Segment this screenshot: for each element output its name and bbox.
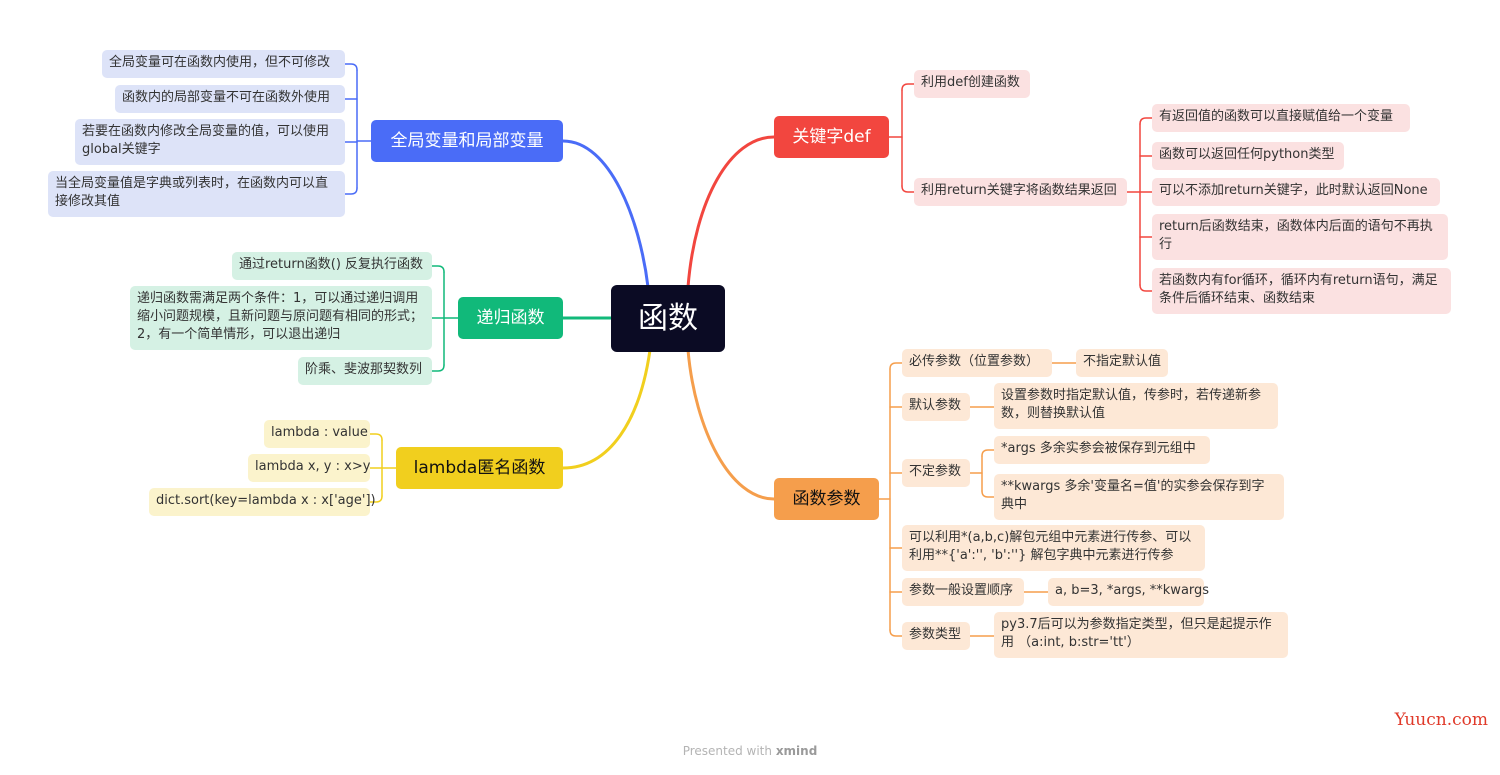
subtopic-scope-4[interactable]: 当全局变量值是字典或列表时，在函数内可以直接修改其值 bbox=[48, 171, 345, 217]
bracket-return-branch-0 bbox=[1139, 117, 1153, 125]
param-kwargs-detail[interactable]: **kwargs 多余'变量名=值'的实参会保存到字典中 bbox=[994, 474, 1284, 520]
xmind-logo: xmind bbox=[775, 744, 818, 758]
presented-with-footer: Presented with xmind bbox=[0, 744, 1500, 758]
subtopic-scope-2[interactable]: 函数内的局部变量不可在函数外使用 bbox=[115, 85, 345, 113]
footer-presented: Presented with bbox=[682, 744, 772, 758]
subtopic-lambda-2[interactable]: lambda x, y : x>y bbox=[248, 454, 370, 482]
topic-function-params[interactable]: 函数参数 bbox=[774, 478, 879, 520]
return-item-2[interactable]: 函数可以返回任何python类型 bbox=[1152, 142, 1344, 170]
bracket-lambda-branch-0 bbox=[369, 433, 383, 441]
bracket-params-branch-5 bbox=[889, 629, 903, 637]
param-types[interactable]: 参数类型 bbox=[902, 622, 970, 650]
subtopic-recursion-3[interactable]: 阶乘、斐波那契数列 bbox=[298, 357, 432, 385]
param-variadic[interactable]: 不定参数 bbox=[902, 459, 970, 487]
bracket-scope-branch-3 bbox=[344, 187, 358, 195]
param-order[interactable]: 参数一般设置顺序 bbox=[902, 578, 1024, 606]
subtopic-scope-1[interactable]: 全局变量可在函数内使用，但不可修改 bbox=[102, 50, 345, 78]
subtopic-lambda-1[interactable]: lambda : value bbox=[264, 420, 370, 448]
return-item-4[interactable]: return后函数结束，函数体内后面的语句不再执行 bbox=[1152, 214, 1448, 260]
subtopic-def-return[interactable]: 利用return关键字将函数结果返回 bbox=[914, 178, 1127, 206]
return-item-5[interactable]: 若函数内有for循环，循环内有return语句，满足条件后循环结束、函数结束 bbox=[1152, 268, 1451, 314]
subtopic-recursion-1[interactable]: 通过return函数() 反复执行函数 bbox=[232, 252, 432, 280]
bracket-variadic-branch-1 bbox=[981, 490, 995, 498]
bracket-scope-branch-0 bbox=[344, 63, 358, 71]
param-required[interactable]: 必传参数（位置参数） bbox=[902, 349, 1052, 377]
link-root-lambda bbox=[561, 348, 652, 470]
param-types-detail[interactable]: py3.7后可以为参数指定类型，但只是起提示作用 （a:int, b:str='… bbox=[994, 612, 1288, 658]
bracket-variadic-branch-0 bbox=[981, 449, 995, 457]
bracket-return-branch-4 bbox=[1139, 284, 1153, 292]
param-default-detail[interactable]: 设置参数时指定默认值，传参时，若传递新参数，则替换默认值 bbox=[994, 383, 1278, 429]
topic-global-local-variables[interactable]: 全局变量和局部变量 bbox=[371, 120, 563, 162]
param-unpacking[interactable]: 可以利用*(a,b,c)解包元组中元素进行传参、可以利用**{'a':'', '… bbox=[902, 525, 1205, 571]
bracket-recursion-branch-2 bbox=[431, 364, 445, 372]
bracket-params-branch-0 bbox=[889, 362, 903, 370]
subtopic-def-create[interactable]: 利用def创建函数 bbox=[914, 70, 1030, 98]
link-root-def bbox=[686, 135, 776, 289]
bracket-def-branch-0 bbox=[901, 83, 915, 91]
bracket-def-branch-1 bbox=[901, 185, 915, 193]
link-root-params bbox=[686, 348, 776, 501]
param-default[interactable]: 默认参数 bbox=[902, 393, 970, 421]
bracket-lambda-branch-2 bbox=[369, 495, 383, 503]
return-item-1[interactable]: 有返回值的函数可以直接赋值给一个变量 bbox=[1152, 104, 1410, 132]
link-root-scope bbox=[561, 139, 650, 289]
subtopic-scope-3[interactable]: 若要在函数内修改全局变量的值，可以使用global关键字 bbox=[75, 119, 345, 165]
bracket-recursion-branch-0 bbox=[431, 265, 445, 273]
topic-lambda[interactable]: lambda匿名函数 bbox=[396, 447, 563, 489]
subtopic-recursion-2[interactable]: 递归函数需满足两个条件：1，可以通过递归调用缩小问题规模，且新问题与原问题有相同… bbox=[130, 286, 432, 350]
topic-recursion[interactable]: 递归函数 bbox=[458, 297, 563, 339]
topic-def-keyword[interactable]: 关键字def bbox=[774, 116, 889, 158]
return-item-3[interactable]: 可以不添加return关键字，此时默认返回None bbox=[1152, 178, 1440, 206]
subtopic-lambda-3[interactable]: dict.sort(key=lambda x : x['age']) bbox=[149, 488, 376, 516]
param-required-detail[interactable]: 不指定默认值 bbox=[1076, 349, 1168, 377]
param-order-detail[interactable]: a, b=3, *args, **kwargs bbox=[1048, 578, 1209, 606]
param-args-detail[interactable]: *args 多余实参会被保存到元组中 bbox=[994, 436, 1210, 464]
root-topic[interactable]: 函数 bbox=[611, 285, 725, 352]
watermark: Yuucn.com bbox=[1394, 710, 1488, 730]
